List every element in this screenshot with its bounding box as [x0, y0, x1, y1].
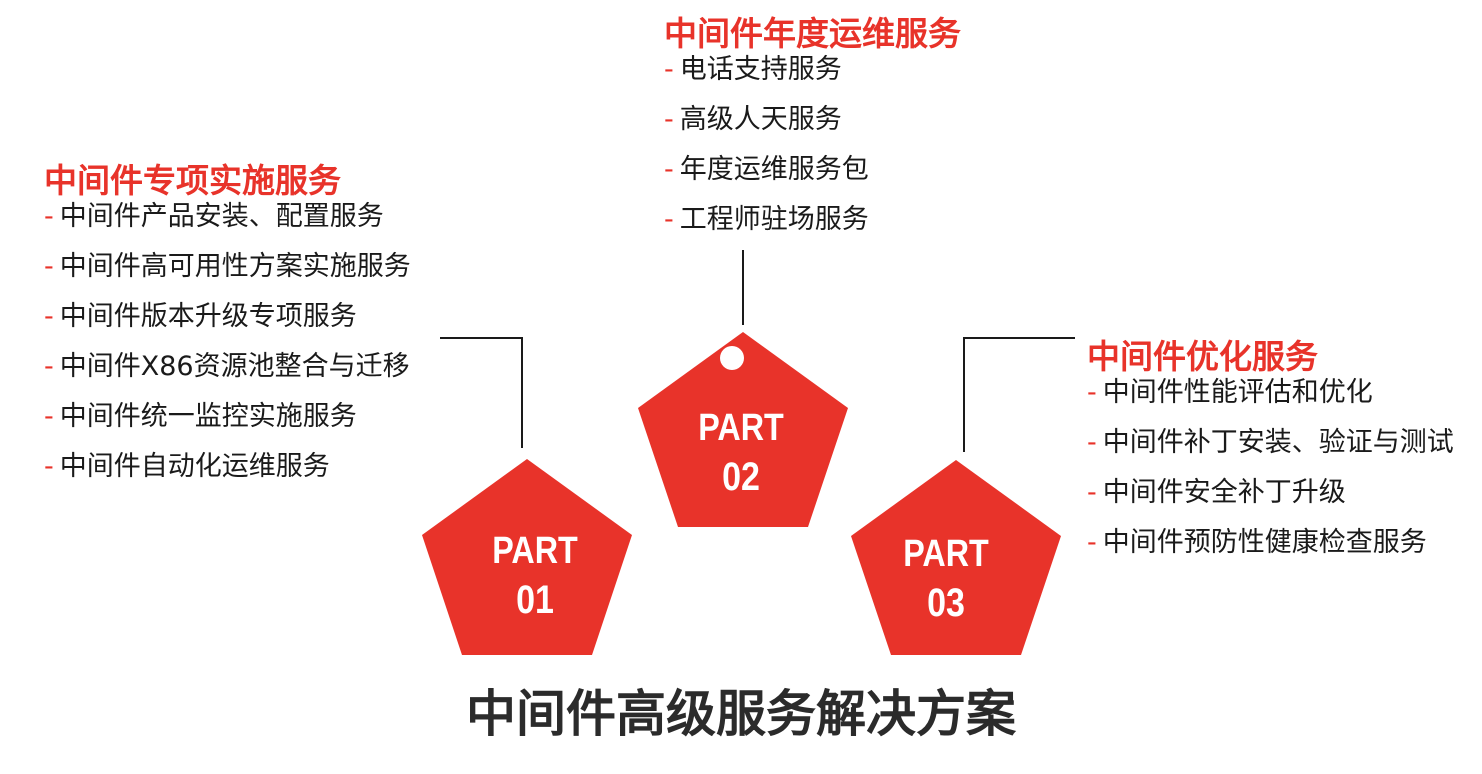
service-item: -中间件高可用性方案实施服务 — [44, 251, 484, 283]
service-item: -电话支持服务 — [664, 54, 1084, 86]
bullet-dash: - — [44, 201, 54, 232]
service-item: -中间件预防性健康检查服务 — [1087, 527, 1467, 559]
pentagon-part-02: PART 02 — [638, 332, 848, 527]
service-item: -工程师驻场服务 — [664, 204, 1084, 236]
service-item-text: 中间件高可用性方案实施服务 — [59, 251, 411, 282]
service-list: -中间件性能评估和优化 -中间件补丁安装、验证与测试 -中间件安全补丁升级 -中… — [1087, 377, 1467, 559]
bullet-dash: - — [44, 351, 54, 382]
bullet-dash: - — [1087, 477, 1097, 508]
bullet-dash: - — [44, 401, 54, 432]
service-item: -中间件性能评估和优化 — [1087, 377, 1467, 409]
connector-part-01 — [440, 337, 523, 448]
pentagon-shape — [422, 459, 632, 655]
pentagon-label-number: 03 — [927, 579, 965, 624]
service-item-text: 年度运维服务包 — [679, 154, 869, 185]
service-item: -中间件产品安装、配置服务 — [44, 201, 484, 233]
bullet-dash: - — [664, 104, 674, 135]
service-item-text: 中间件安全补丁升级 — [1102, 477, 1346, 508]
service-item: -中间件自动化运维服务 — [44, 451, 484, 483]
service-item-text: 中间件版本升级专项服务 — [59, 301, 357, 332]
pentagon-shape — [851, 460, 1061, 655]
bullet-dash: - — [44, 451, 54, 482]
service-item: -年度运维服务包 — [664, 154, 1084, 186]
service-heading: 中间件专项实施服务 — [44, 161, 341, 200]
bullet-dash: - — [1087, 377, 1097, 408]
bullet-dash: - — [664, 154, 674, 185]
service-block-part-01: 中间件专项实施服务 -中间件产品安装、配置服务 -中间件高可用性方案实施服务 -… — [44, 161, 484, 501]
bullet-dash: - — [1087, 427, 1097, 458]
service-item: -中间件统一监控实施服务 — [44, 401, 484, 433]
service-item-text: 中间件统一监控实施服务 — [59, 401, 357, 432]
service-item: -中间件版本升级专项服务 — [44, 301, 484, 333]
service-heading: 中间件年度运维服务 — [664, 14, 961, 53]
service-block-part-03: 中间件优化服务 -中间件性能评估和优化 -中间件补丁安装、验证与测试 -中间件安… — [1087, 337, 1467, 577]
pentagon-label-part: PART — [903, 533, 989, 575]
service-item-text: 工程师驻场服务 — [679, 204, 869, 235]
service-item: -高级人天服务 — [664, 104, 1084, 136]
pentagon-label-part: PART — [492, 530, 578, 572]
service-item-text: 中间件补丁安装、验证与测试 — [1102, 427, 1454, 458]
service-heading: 中间件优化服务 — [1087, 337, 1318, 376]
service-item-text: 中间件产品安装、配置服务 — [59, 201, 384, 232]
connector-part-03 — [963, 337, 1075, 452]
service-list: -电话支持服务 -高级人天服务 -年度运维服务包 -工程师驻场服务 — [664, 54, 1084, 236]
pentagon-label-number: 01 — [516, 576, 554, 621]
service-item: -中间件安全补丁升级 — [1087, 477, 1467, 509]
bullet-dash: - — [44, 301, 54, 332]
bullet-dash: - — [664, 204, 674, 235]
service-item-text: 高级人天服务 — [679, 104, 842, 135]
service-item-text: 中间件自动化运维服务 — [59, 451, 330, 482]
service-item-text: 电话支持服务 — [679, 54, 842, 85]
bullet-dash: - — [44, 251, 54, 282]
pentagon-part-03: PART 03 — [851, 460, 1061, 655]
service-item-text: 中间件X86资源池整合与迁移 — [59, 351, 410, 382]
service-item: -中间件补丁安装、验证与测试 — [1087, 427, 1467, 459]
tag-hole-icon — [720, 346, 744, 370]
service-block-part-02: 中间件年度运维服务 -电话支持服务 -高级人天服务 -年度运维服务包 -工程师驻… — [664, 14, 1084, 254]
pentagon-shape — [638, 332, 848, 527]
bullet-dash: - — [1087, 527, 1097, 558]
pentagon-label-part: PART — [698, 407, 784, 449]
pentagon-label-number: 02 — [722, 453, 760, 498]
service-item-text: 中间件预防性健康检查服务 — [1102, 527, 1427, 558]
bullet-dash: - — [664, 54, 674, 85]
service-item-text: 中间件性能评估和优化 — [1102, 377, 1373, 408]
page-title: 中间件高级服务解决方案 — [466, 685, 1016, 743]
pentagon-part-01: PART 01 — [422, 459, 632, 655]
service-item: -中间件X86资源池整合与迁移 — [44, 351, 484, 383]
service-list: -中间件产品安装、配置服务 -中间件高可用性方案实施服务 -中间件版本升级专项服… — [44, 201, 484, 483]
